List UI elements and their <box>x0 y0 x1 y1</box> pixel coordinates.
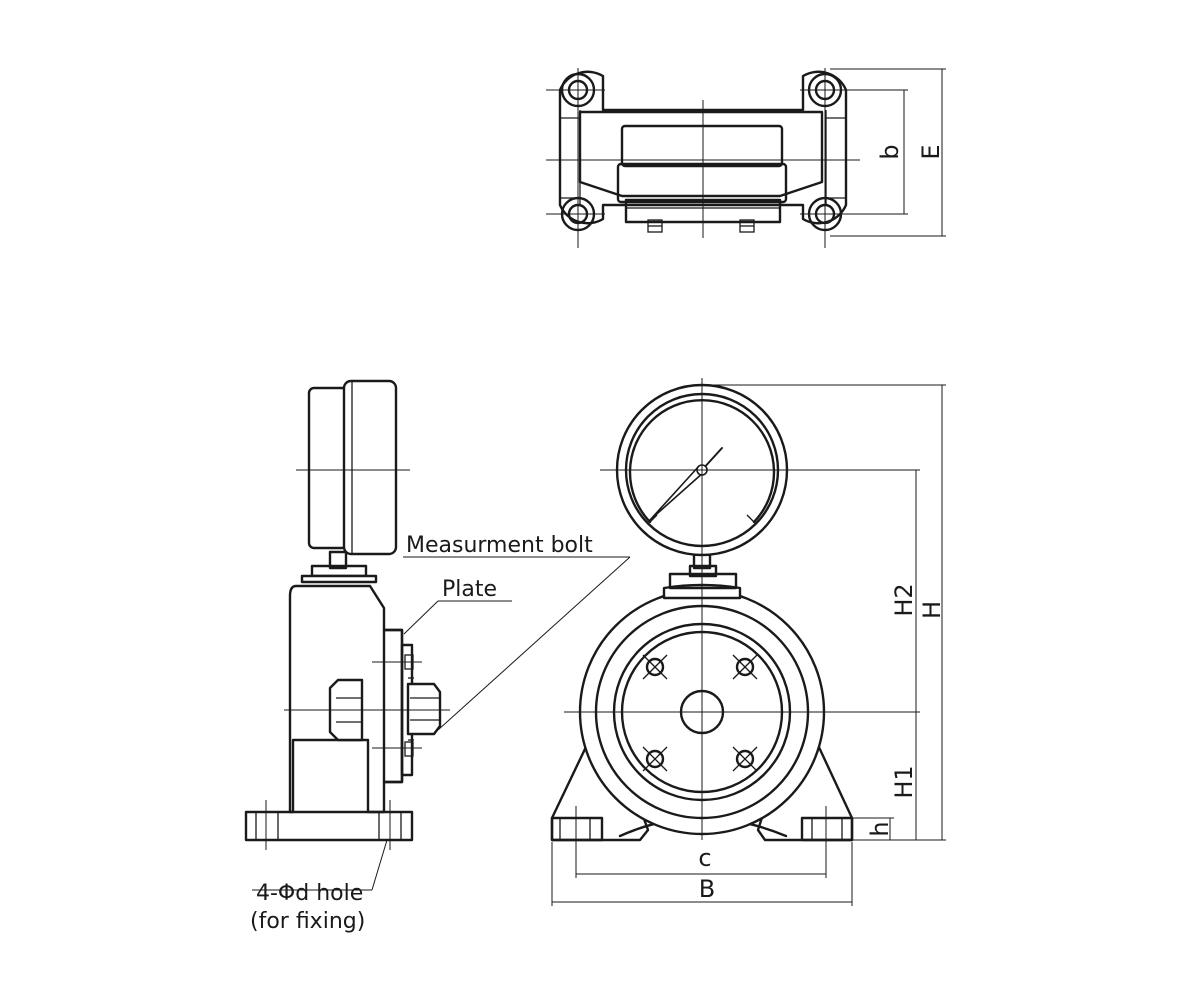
side-view <box>244 379 450 850</box>
label-plate: Plate <box>442 577 497 602</box>
top-view <box>546 68 946 248</box>
dim-label-h: h <box>866 821 894 836</box>
front-view <box>550 378 946 906</box>
dim-label-E: E <box>917 144 945 159</box>
dim-label-H2: H2 <box>890 583 918 616</box>
bolt-marks <box>642 654 758 772</box>
dim-label-c: c <box>698 844 711 872</box>
callout-leaders <box>252 556 631 891</box>
dim-label-H1: H1 <box>890 765 918 798</box>
label-hole-note: (for fixing) <box>250 909 365 934</box>
dim-label-B: B <box>699 875 715 903</box>
label-measurement-bolt: Measurment bolt <box>406 533 593 558</box>
dim-label-H: H <box>918 601 946 619</box>
dim-label-b: b <box>876 144 904 159</box>
label-hole: 4-Φd hole <box>256 881 363 906</box>
